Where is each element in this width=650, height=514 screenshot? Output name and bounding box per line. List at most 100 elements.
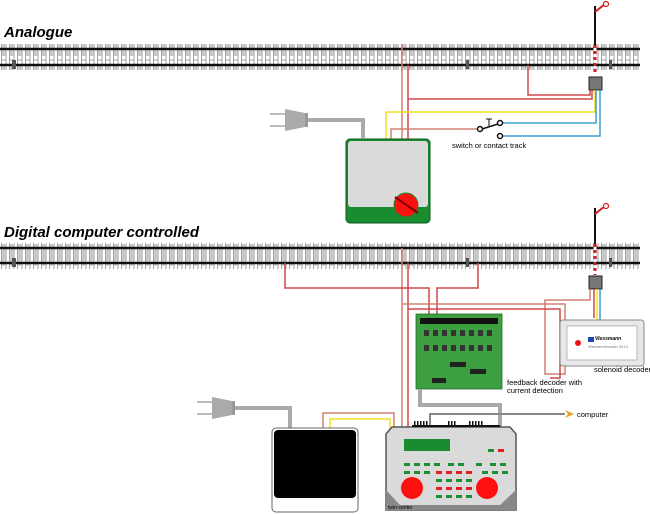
relay <box>424 345 429 351</box>
button <box>466 487 472 490</box>
computer-arrow-icon <box>565 410 574 418</box>
button <box>414 463 420 466</box>
switch-contact <box>476 118 504 140</box>
semaphore-signal-digital <box>588 202 610 290</box>
button <box>436 495 442 498</box>
track-insulator <box>609 258 612 267</box>
port-pin <box>417 421 419 426</box>
track-insulator <box>12 60 16 69</box>
viessmann-model: Weichendecoder 5212 <box>588 344 628 349</box>
label-feedback-decoder-2: current detection <box>507 386 563 395</box>
button <box>436 471 442 474</box>
chip <box>432 378 446 383</box>
button <box>424 471 430 474</box>
button <box>458 463 464 466</box>
button <box>456 495 462 498</box>
button <box>446 471 452 474</box>
button <box>490 463 496 466</box>
port-strip <box>412 425 500 427</box>
button <box>414 471 420 474</box>
relay <box>442 330 447 336</box>
solenoid-decoder[interactable] <box>559 319 645 367</box>
relay <box>460 330 465 336</box>
track-insulator <box>12 258 16 267</box>
analogue-track <box>0 44 640 70</box>
port-pin <box>448 421 450 426</box>
track-insulator <box>466 60 469 69</box>
button <box>446 495 452 498</box>
button <box>456 487 462 490</box>
semaphore-signal-analogue <box>588 0 610 91</box>
button <box>466 479 472 482</box>
button <box>500 463 506 466</box>
button <box>424 463 430 466</box>
button <box>492 471 498 474</box>
data-cables <box>418 389 565 430</box>
port-pin <box>454 421 456 426</box>
relay <box>433 345 438 351</box>
button <box>482 471 488 474</box>
port-pin <box>426 421 428 426</box>
label-feedback-decoder-1: feedback decoder with <box>507 378 583 387</box>
relay <box>460 345 465 351</box>
relay <box>487 345 492 351</box>
button <box>436 479 442 482</box>
button <box>502 471 508 474</box>
button <box>404 463 410 466</box>
chip <box>450 362 466 367</box>
analogue-transformer[interactable] <box>345 138 431 224</box>
port-pin <box>420 421 422 426</box>
knob-left[interactable] <box>401 477 423 499</box>
label-switch: switch or contact track <box>452 141 527 150</box>
relay <box>478 345 483 351</box>
track-insulator <box>609 60 612 69</box>
button <box>404 471 410 474</box>
button <box>456 471 462 474</box>
port-pin <box>478 421 480 426</box>
relay <box>469 330 474 336</box>
button <box>448 463 454 466</box>
port-pin <box>414 421 416 426</box>
relay <box>442 345 447 351</box>
relay <box>469 345 474 351</box>
knob-right[interactable] <box>476 477 498 499</box>
relay <box>451 345 456 351</box>
button <box>466 471 472 474</box>
port-pin <box>451 421 453 426</box>
button <box>456 479 462 482</box>
feedback-decoder-board[interactable] <box>415 313 503 390</box>
viessmann-brand: Viessmann <box>595 336 622 342</box>
label-solenoid-decoder: solenoid decoder <box>594 365 650 374</box>
button <box>436 487 442 490</box>
button <box>488 449 494 452</box>
power-plug-digital <box>197 397 292 428</box>
relay <box>487 330 492 336</box>
power-plug-analogue <box>270 109 365 138</box>
label-twin-center: twin-center <box>388 505 413 511</box>
button <box>446 487 452 490</box>
relay <box>451 330 456 336</box>
button <box>476 463 482 466</box>
twin-center-controller[interactable] <box>385 421 517 511</box>
relay <box>478 330 483 336</box>
section-title-analogue: Analogue <box>4 24 73 41</box>
section-title-digital: Digital computer controlled <box>4 224 200 241</box>
speed-knob[interactable] <box>393 192 419 218</box>
button <box>498 449 504 452</box>
digital-track <box>0 243 640 269</box>
port-pin <box>481 421 483 426</box>
label-computer: computer <box>577 410 609 419</box>
port-pin <box>475 421 477 426</box>
analogue-wires <box>385 44 601 140</box>
power-transformer-digital[interactable] <box>271 427 359 513</box>
display <box>404 439 450 451</box>
relay <box>424 330 429 336</box>
port-pin <box>423 421 425 426</box>
port-pin <box>469 421 471 426</box>
relay <box>433 330 438 336</box>
button <box>466 495 472 498</box>
button <box>434 463 440 466</box>
port-pin <box>472 421 474 426</box>
chip <box>470 369 486 374</box>
